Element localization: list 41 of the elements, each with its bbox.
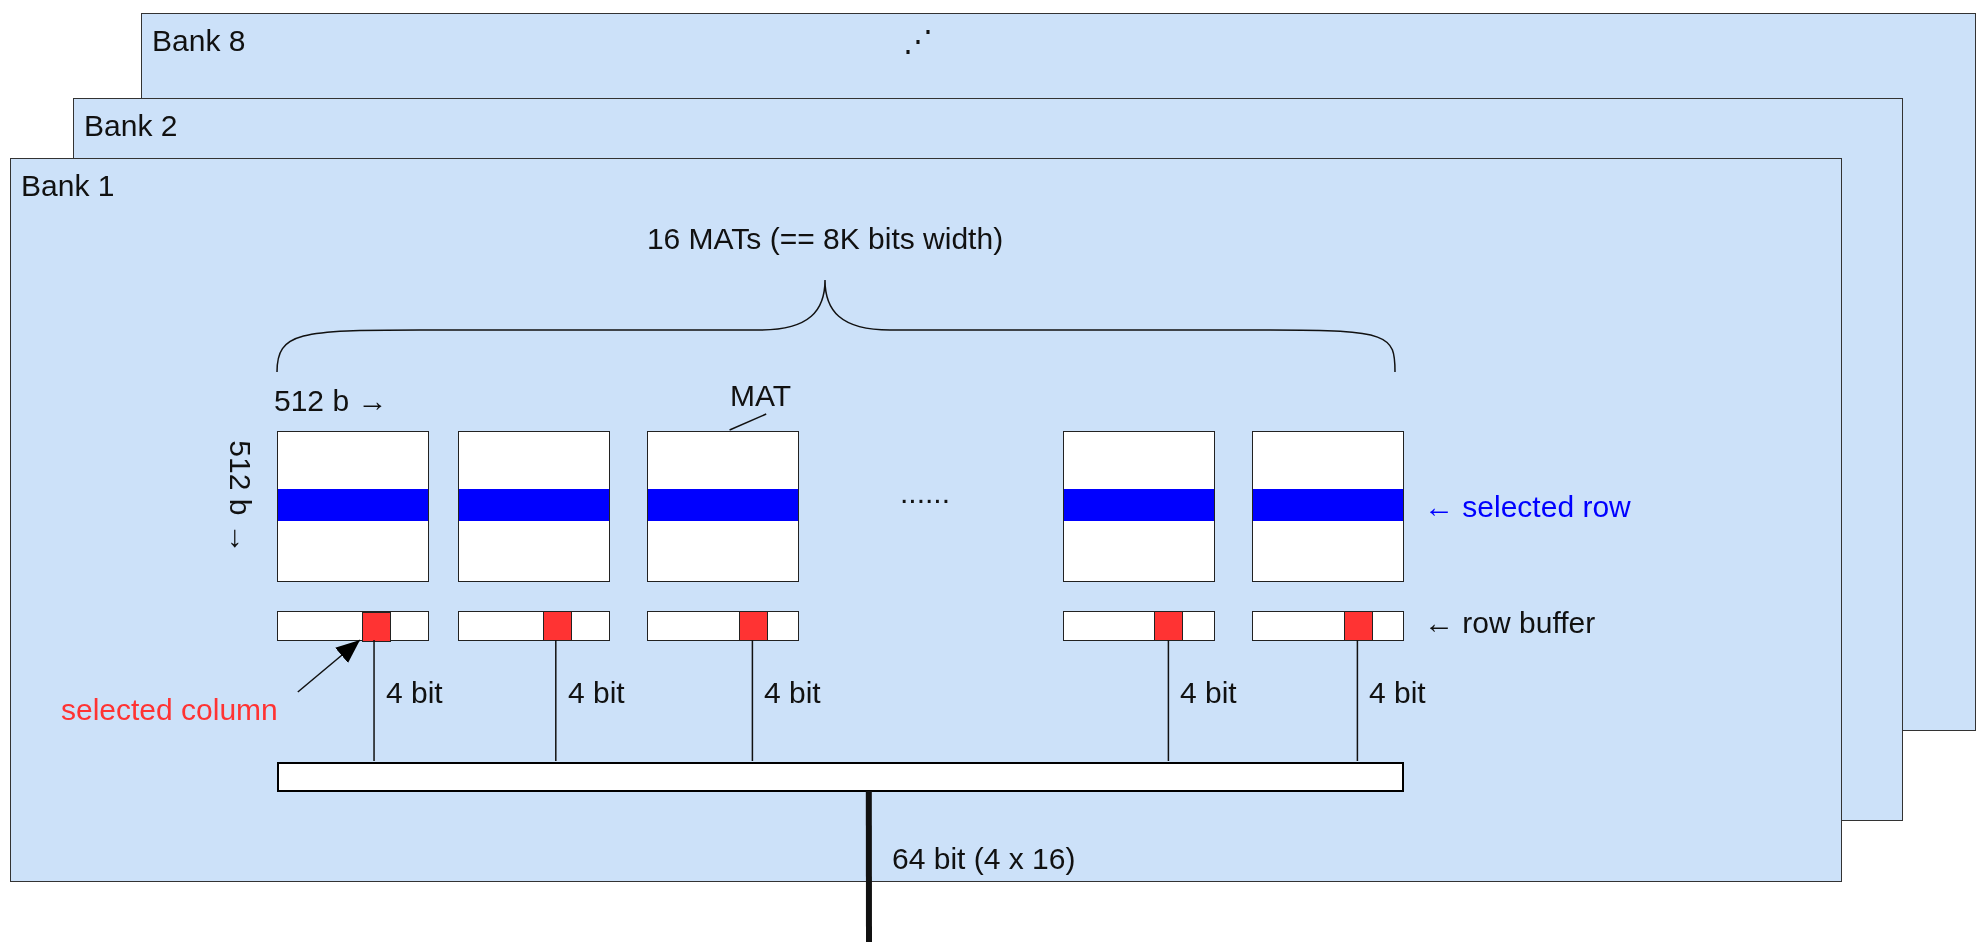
ellipsis: ...... <box>900 476 950 509</box>
wire-line <box>1167 639 1170 762</box>
row-buffer <box>1252 611 1404 641</box>
arrow <box>297 639 361 693</box>
panel-title: Bank 8 <box>152 24 246 57</box>
row-buffer <box>277 611 429 641</box>
row-buffer <box>458 611 610 641</box>
dimension-label: 512 b → <box>274 384 388 417</box>
row-label: ← selected row <box>1424 490 1631 523</box>
bank-panel <box>141 13 1976 98</box>
memory-mat <box>277 431 429 582</box>
selected-cell <box>362 612 391 642</box>
edge-label: 64 bit (4 x 16) <box>892 842 1076 875</box>
wire-line <box>1356 639 1359 762</box>
edge-label: 4 bit <box>1180 676 1237 709</box>
callout-text: selected column <box>61 693 278 726</box>
data-line <box>865 791 872 942</box>
edge-label: 4 bit <box>764 676 821 709</box>
row-buffer <box>1063 611 1215 641</box>
memory-mat <box>458 431 610 582</box>
memory-mat <box>1063 431 1215 582</box>
bank-panel <box>10 158 1842 882</box>
ellipsis-mark: ⋰ <box>903 24 933 57</box>
row-label: ← row buffer <box>1424 606 1596 639</box>
memory-mat <box>647 431 799 582</box>
bank-panel <box>73 98 1903 158</box>
panel-title: Bank 1 <box>21 169 115 202</box>
memory-mat <box>1252 431 1404 582</box>
callout-text: MAT <box>730 379 792 412</box>
wire-line <box>751 639 754 762</box>
leader-line <box>728 413 767 431</box>
brace-label: 16 MATs (== 8K bits width) <box>646 222 1004 255</box>
dimension-label: 512 b → <box>223 440 257 554</box>
row-buffer <box>647 611 799 641</box>
wire-line <box>373 639 375 762</box>
data-bus <box>277 762 1404 792</box>
wire-line <box>555 639 557 762</box>
edge-label: 4 bit <box>386 676 443 709</box>
edge-label: 4 bit <box>568 676 625 709</box>
edge-label: 4 bit <box>1369 676 1426 709</box>
panel-title: Bank 2 <box>84 109 178 142</box>
